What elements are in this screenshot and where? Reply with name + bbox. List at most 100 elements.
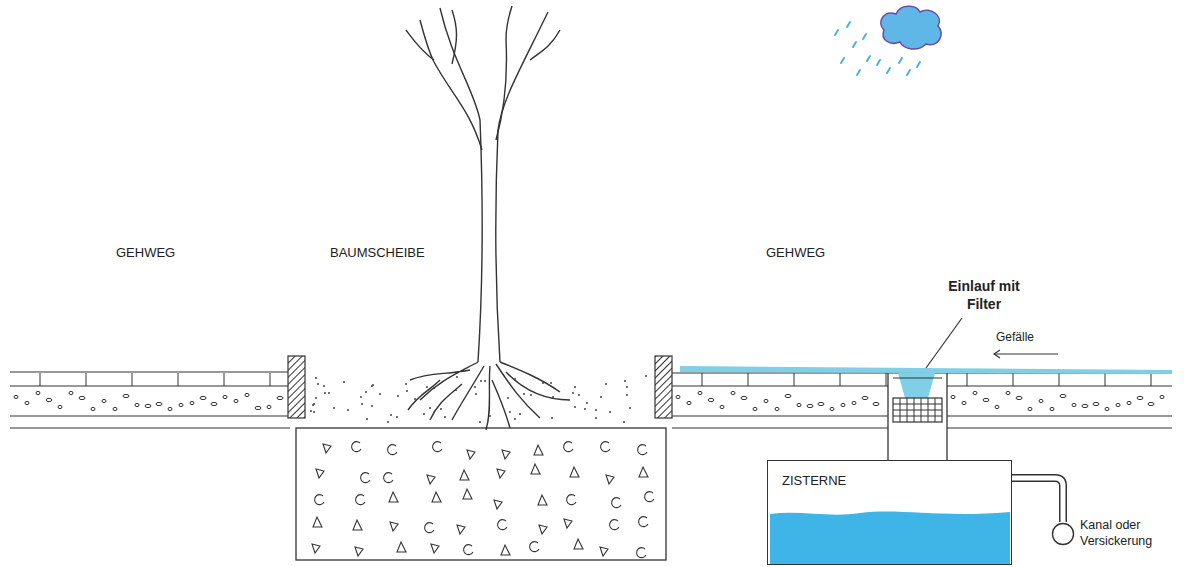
soil-dot xyxy=(361,403,363,405)
gravel xyxy=(223,395,227,398)
paving-joint xyxy=(270,373,271,386)
soil-dot xyxy=(310,410,312,412)
gravel xyxy=(255,406,261,409)
gravel xyxy=(1082,404,1088,407)
rock xyxy=(645,492,654,502)
soil-dot xyxy=(397,395,399,397)
gravel xyxy=(156,402,162,405)
rock xyxy=(356,495,365,505)
gravel xyxy=(14,395,18,398)
soil-dot xyxy=(406,390,408,392)
paving-joint xyxy=(794,373,795,386)
gravel xyxy=(267,405,271,408)
gravel xyxy=(852,401,856,404)
gravel xyxy=(179,403,183,406)
rock xyxy=(539,525,547,534)
pipe-outline xyxy=(1012,478,1063,522)
curb xyxy=(655,356,672,418)
filter-grid xyxy=(893,404,942,405)
gravel xyxy=(775,407,779,410)
gravel xyxy=(1116,403,1120,406)
callout-label: Einlauf mit Filter xyxy=(936,277,1032,313)
paving-joint xyxy=(840,373,841,386)
rock xyxy=(355,547,363,556)
rock xyxy=(501,545,510,555)
rock xyxy=(637,548,646,558)
rock xyxy=(433,442,442,452)
gravel xyxy=(200,396,206,399)
gravel xyxy=(983,398,989,401)
raindrop xyxy=(857,70,860,75)
outlet-circle-outline xyxy=(1053,524,1074,545)
soil-dot xyxy=(366,418,368,420)
soil-dot xyxy=(605,383,607,385)
rock xyxy=(389,492,398,502)
gravel xyxy=(79,396,85,399)
gravel xyxy=(102,399,106,402)
gravel xyxy=(962,401,966,404)
left-sidewalk xyxy=(10,372,290,428)
raindrop xyxy=(887,68,890,73)
rock xyxy=(570,467,579,477)
gravel xyxy=(277,396,283,399)
gravel xyxy=(741,396,747,399)
soil-dot xyxy=(600,396,602,398)
soil-dot xyxy=(313,403,315,405)
outlet-circle: Kanal oder Versickerung xyxy=(1051,522,1075,546)
raindrop xyxy=(847,22,850,27)
soil-dot xyxy=(429,407,431,409)
rock-base xyxy=(296,428,666,560)
gravel xyxy=(25,401,29,404)
rock xyxy=(432,492,441,502)
soil-dot xyxy=(323,385,325,387)
gravel xyxy=(36,391,40,394)
soil-dot xyxy=(572,392,574,394)
slope-arrow xyxy=(994,350,1058,358)
soil-dot xyxy=(315,377,317,379)
rock xyxy=(610,520,619,530)
paving-joint xyxy=(748,373,749,386)
soil-dot xyxy=(365,391,367,393)
paving-joint xyxy=(886,373,887,386)
rock xyxy=(460,470,469,480)
rock xyxy=(323,444,331,453)
gravel xyxy=(1148,402,1154,405)
rock xyxy=(574,539,583,549)
gravel xyxy=(245,393,249,396)
rock xyxy=(530,542,539,552)
paving-joint xyxy=(1059,373,1060,386)
rock xyxy=(312,544,320,553)
soil-dot xyxy=(550,382,552,384)
gravel xyxy=(1060,394,1066,397)
rock xyxy=(639,467,648,477)
leader-line xyxy=(926,318,962,368)
raindrop xyxy=(867,56,870,61)
soil-dot xyxy=(595,417,597,419)
soil-dot xyxy=(315,397,317,399)
soil-dot xyxy=(328,392,330,394)
gravel xyxy=(1016,396,1022,399)
outlet-circle-shape xyxy=(1051,522,1075,546)
rock xyxy=(502,450,510,459)
soil-dot xyxy=(444,416,446,418)
raindrop xyxy=(841,58,844,63)
gravel xyxy=(873,402,879,405)
soil-dot xyxy=(574,386,576,388)
gravel xyxy=(862,396,868,399)
soil-dot xyxy=(626,394,628,396)
soil-dot xyxy=(405,383,407,385)
rock xyxy=(397,542,406,552)
rock xyxy=(388,445,397,455)
gravel xyxy=(1028,407,1032,410)
rock xyxy=(352,442,361,452)
gravel xyxy=(46,398,52,401)
soil-dot xyxy=(313,411,315,413)
rock xyxy=(498,520,507,530)
soil-dot xyxy=(523,393,525,395)
paving-joint xyxy=(702,373,703,386)
paving-joint xyxy=(40,373,41,386)
soil-dot xyxy=(390,414,392,416)
rock xyxy=(534,445,543,455)
gravel xyxy=(785,394,791,397)
soil-dot xyxy=(333,407,335,409)
